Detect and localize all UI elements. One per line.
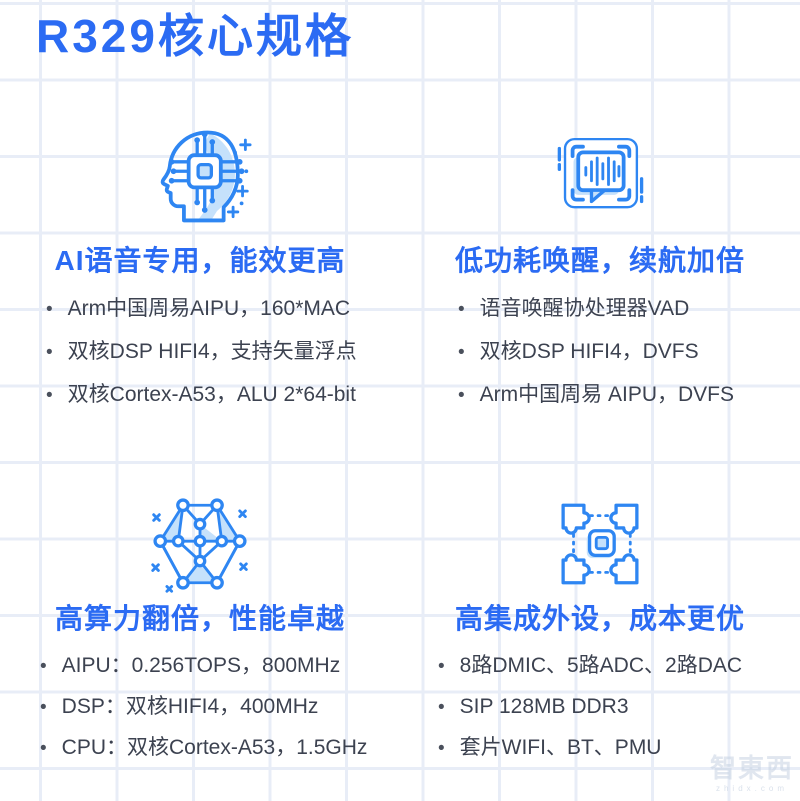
spec-item: • 语音唤醒协处理器VAD [458, 288, 798, 331]
bullet-dot: • [458, 298, 465, 320]
bullet-dot: • [40, 696, 47, 718]
spec-text: Arm中国周易 AIPU，DVFS [479, 382, 735, 406]
spec-text: Arm中国周易AIPU，160*MAC [67, 296, 351, 320]
spec-text: SIP 128MB DDR3 [459, 694, 629, 718]
section-heading: 高算力翻倍，性能卓越 [54, 603, 345, 634]
voice-wakeup-icon [548, 124, 652, 228]
bullet-dot: • [438, 737, 445, 759]
page-title: R329核心规格 [36, 10, 354, 62]
spec-item: • DSP：双核HIFI4，400MHz [40, 687, 398, 728]
bullet-dot: • [438, 696, 445, 718]
spec-text: 8路DMIC、5路ADC、2路DAC [459, 653, 743, 677]
spec-text: 双核DSP HIFI4，DVFS [479, 339, 699, 363]
spec-item: • 8路DMIC、5路ADC、2路DAC [438, 646, 798, 687]
spec-text: AIPU：0.256TOPS，800MHz [61, 653, 341, 677]
spec-item: • 双核DSP HIFI4，DVFS [458, 331, 798, 374]
head-chip-icon [148, 124, 252, 228]
section-heading: 低功耗唤醒，续航加倍 [454, 245, 745, 276]
spec-list: • 语音唤醒协处理器VAD • 双核DSP HIFI4，DVFS • Arm中国周易 … [402, 288, 798, 417]
watermark-site-text: zhidx.com [715, 784, 788, 793]
bullet-dot: • [46, 384, 53, 406]
bullet-dot: • [40, 655, 47, 677]
bullet-dot: • [458, 384, 465, 406]
section-compute: 高算力翻倍，性能卓越 • AIPU：0.256TOPS，800MHz • DSP：双… [2, 478, 398, 769]
section-ai-voice: AI语音专用，能效更高 • Arm中国周易AIPU，160*MAC • 双核DSP … [2, 110, 398, 417]
spec-item: • SIP 128MB DDR3 [438, 687, 798, 728]
bullet-dot: • [458, 341, 465, 363]
bullet-dot: • [46, 341, 53, 363]
section-low-power: 低功耗唤醒，续航加倍 • 语音唤醒协处理器VAD • 双核DSP HIFI4，DVF… [402, 110, 798, 417]
section-heading: AI语音专用，能效更高 [54, 245, 346, 276]
spec-item: • Arm中国周易AIPU，160*MAC [46, 288, 398, 331]
spec-text: 套片WIFI、BT、PMU [459, 735, 662, 759]
spec-item: • Arm中国周易 AIPU，DVFS [458, 374, 798, 417]
spec-item: • 套片WIFI、BT、PMU [438, 728, 798, 769]
section-integration: 高集成外设，成本更优 • 8路DMIC、5路ADC、2路DAC • SIP 128M… [402, 478, 798, 769]
spec-item: • 双核Cortex-A53，ALU 2*64-bit [46, 374, 398, 417]
bullet-dot: • [46, 298, 53, 320]
spec-list: • Arm中国周易AIPU，160*MAC • 双核DSP HIFI4，支持矢量浮点… [2, 288, 398, 417]
spec-list: • AIPU：0.256TOPS，800MHz • DSP：双核HIFI4，400M… [2, 646, 398, 769]
spec-text: 双核Cortex-A53，ALU 2*64-bit [67, 382, 356, 406]
spec-list: • 8路DMIC、5路ADC、2路DAC • SIP 128MB DDR3 • 套片W… [402, 646, 798, 769]
spec-text: CPU：双核Cortex-A53，1.5GHz [61, 735, 368, 759]
spec-text: 双核DSP HIFI4，支持矢量浮点 [67, 339, 357, 363]
zhidx-watermark: 智東西 zhidx.com [710, 755, 794, 793]
bullet-dot: • [438, 655, 445, 677]
spec-item: • AIPU：0.256TOPS，800MHz [40, 646, 398, 687]
section-heading: 高集成外设，成本更优 [454, 603, 745, 634]
spec-item: • 双核DSP HIFI4，支持矢量浮点 [46, 331, 398, 374]
spec-text: 语音唤醒协处理器VAD [479, 296, 690, 320]
spec-text: DSP：双核HIFI4，400MHz [61, 694, 319, 718]
spec-item: • CPU：双核Cortex-A53，1.5GHz [40, 728, 398, 769]
bullet-dot: • [40, 737, 47, 759]
watermark-logo-text: 智東西 [709, 753, 794, 783]
puzzle-integration-icon [548, 492, 652, 596]
mesh-network-icon [148, 492, 252, 596]
